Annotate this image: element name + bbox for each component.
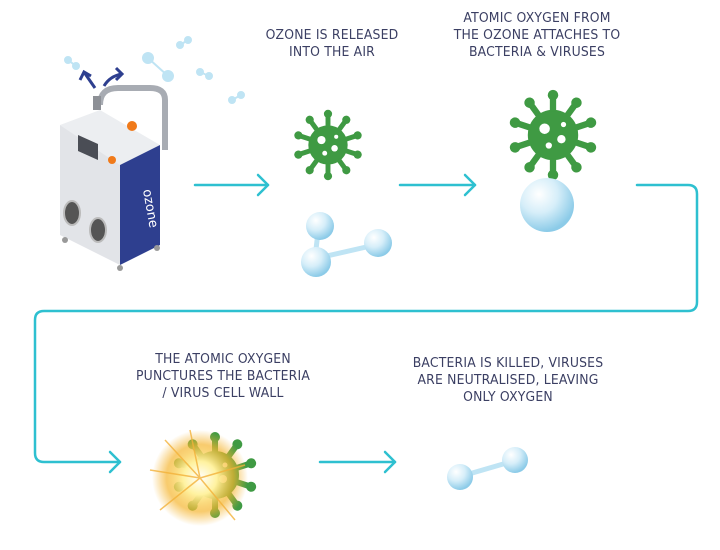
virus-icon [293, 110, 363, 181]
step1-caption: OZONE IS RELEASED INTO THE AIR [265, 27, 399, 60]
arrow-step3-to-step4 [33, 183, 699, 474]
arrow-step4-to-step5 [318, 450, 397, 474]
step2-caption: ATOMIC OXYGEN FROM THE OZONE ATTACHES TO… [453, 10, 621, 60]
arrow-step2-to-step3 [398, 173, 477, 197]
ozone-release-icon [78, 66, 125, 89]
air-molecules [64, 36, 245, 104]
ozone-molecule-icon [301, 212, 392, 277]
virus-icon [508, 90, 597, 180]
step4-caption: BACTERIA IS KILLED, VIRUSES ARE NEUTRALI… [412, 355, 604, 405]
ozone-machine: ozone [60, 85, 168, 271]
atomic-oxygen-icon [520, 178, 574, 232]
machine-brand-logo: ozone [139, 188, 161, 229]
step3-caption: THE ATOMIC OXYGEN PUNCTURES THE BACTERIA… [136, 351, 310, 401]
punctured-virus-icon [149, 429, 257, 526]
oxygen-molecule-icon [447, 447, 528, 490]
flow-arrows [33, 173, 699, 474]
arrow-step1-to-step2 [193, 173, 270, 197]
